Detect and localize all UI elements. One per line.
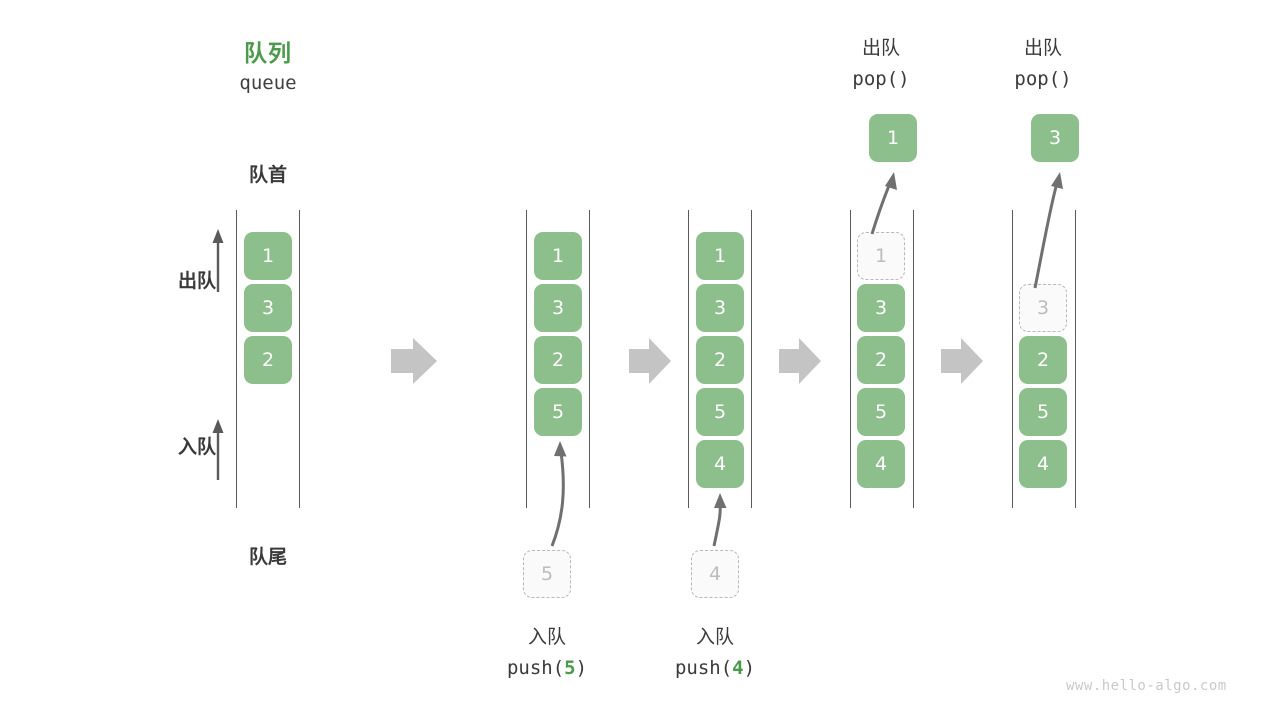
queue-rail-right-4 — [913, 210, 915, 508]
diagram-title-cn: 队列 — [244, 41, 292, 67]
incoming-ghost-cell-5: 5 — [523, 550, 571, 598]
queue-rail-right-2 — [589, 210, 591, 508]
incoming-ghost-cell-4: 4 — [691, 550, 739, 598]
queue-cell: 1 — [534, 232, 582, 280]
queue-cell: 2 — [857, 336, 905, 384]
push-code-pre-2: push( — [674, 657, 733, 679]
push-caption-code-1: push(5) — [487, 657, 607, 679]
enqueue-direction-label: 入队 — [177, 436, 216, 458]
push-caption-cn-1: 入队 — [527, 626, 566, 648]
queue-cell: 3 — [857, 284, 905, 332]
pop-arrow-3-icon — [1033, 172, 1063, 289]
queue-rear-label: 队尾 — [248, 546, 287, 568]
queue-cell-ghost: 1 — [857, 232, 905, 280]
queue-cell: 2 — [244, 336, 292, 384]
queue-cell: 2 — [696, 336, 744, 384]
step-arrow-2 — [629, 338, 671, 384]
queue-rail-right-5 — [1075, 210, 1077, 508]
queue-cell: 3 — [696, 284, 744, 332]
queue-rail-left-3 — [688, 210, 690, 508]
push-arrow-5-icon — [550, 441, 567, 547]
pop-header-cn-1: 出队 — [861, 37, 900, 59]
queue-rail-left-5 — [1012, 210, 1014, 508]
queue-cell: 1 — [696, 232, 744, 280]
push-code-post-2: ) — [743, 657, 756, 679]
push-arrow-4-icon — [712, 493, 727, 547]
queue-cell: 2 — [1019, 336, 1067, 384]
step-arrow-3 — [779, 338, 821, 384]
pop-header-code-2: pop() — [1014, 68, 1072, 90]
watermark: www.hello-algo.com — [1066, 678, 1227, 694]
push-code-pre-1: push( — [506, 657, 565, 679]
push-caption-code-2: push(4) — [655, 657, 775, 679]
queue-front-label: 队首 — [248, 164, 287, 186]
queue-cell: 5 — [857, 388, 905, 436]
push-code-num-2: 4 — [732, 657, 744, 679]
queue-cell: 1 — [244, 232, 292, 280]
pop-arrow-1-icon — [870, 172, 897, 235]
queue-rail-left-2 — [526, 210, 528, 508]
queue-rail-right-3 — [751, 210, 753, 508]
queue-cell-ghost: 3 — [1019, 284, 1067, 332]
popped-value-2: 3 — [1031, 114, 1079, 162]
dequeue-direction-label: 出队 — [177, 270, 216, 292]
queue-cell: 4 — [857, 440, 905, 488]
push-caption-cn-2: 入队 — [695, 626, 734, 648]
pop-header-code-1: pop() — [852, 68, 910, 90]
queue-cell: 4 — [1019, 440, 1067, 488]
queue-cell: 5 — [696, 388, 744, 436]
step-arrow-4 — [941, 338, 983, 384]
diagram-title-en: queue — [239, 72, 297, 94]
queue-rail-left-1 — [236, 210, 238, 508]
queue-cell: 2 — [534, 336, 582, 384]
queue-cell: 3 — [244, 284, 292, 332]
step-arrow-1 — [391, 338, 437, 384]
push-code-post-1: ) — [575, 657, 588, 679]
queue-cell: 5 — [534, 388, 582, 436]
queue-rail-left-4 — [850, 210, 852, 508]
queue-cell: 4 — [696, 440, 744, 488]
queue-cell: 5 — [1019, 388, 1067, 436]
pop-header-cn-2: 出队 — [1023, 37, 1062, 59]
queue-rail-right-1 — [299, 210, 301, 508]
popped-value-1: 1 — [869, 114, 917, 162]
queue-cell: 3 — [534, 284, 582, 332]
push-code-num-1: 5 — [564, 657, 576, 679]
